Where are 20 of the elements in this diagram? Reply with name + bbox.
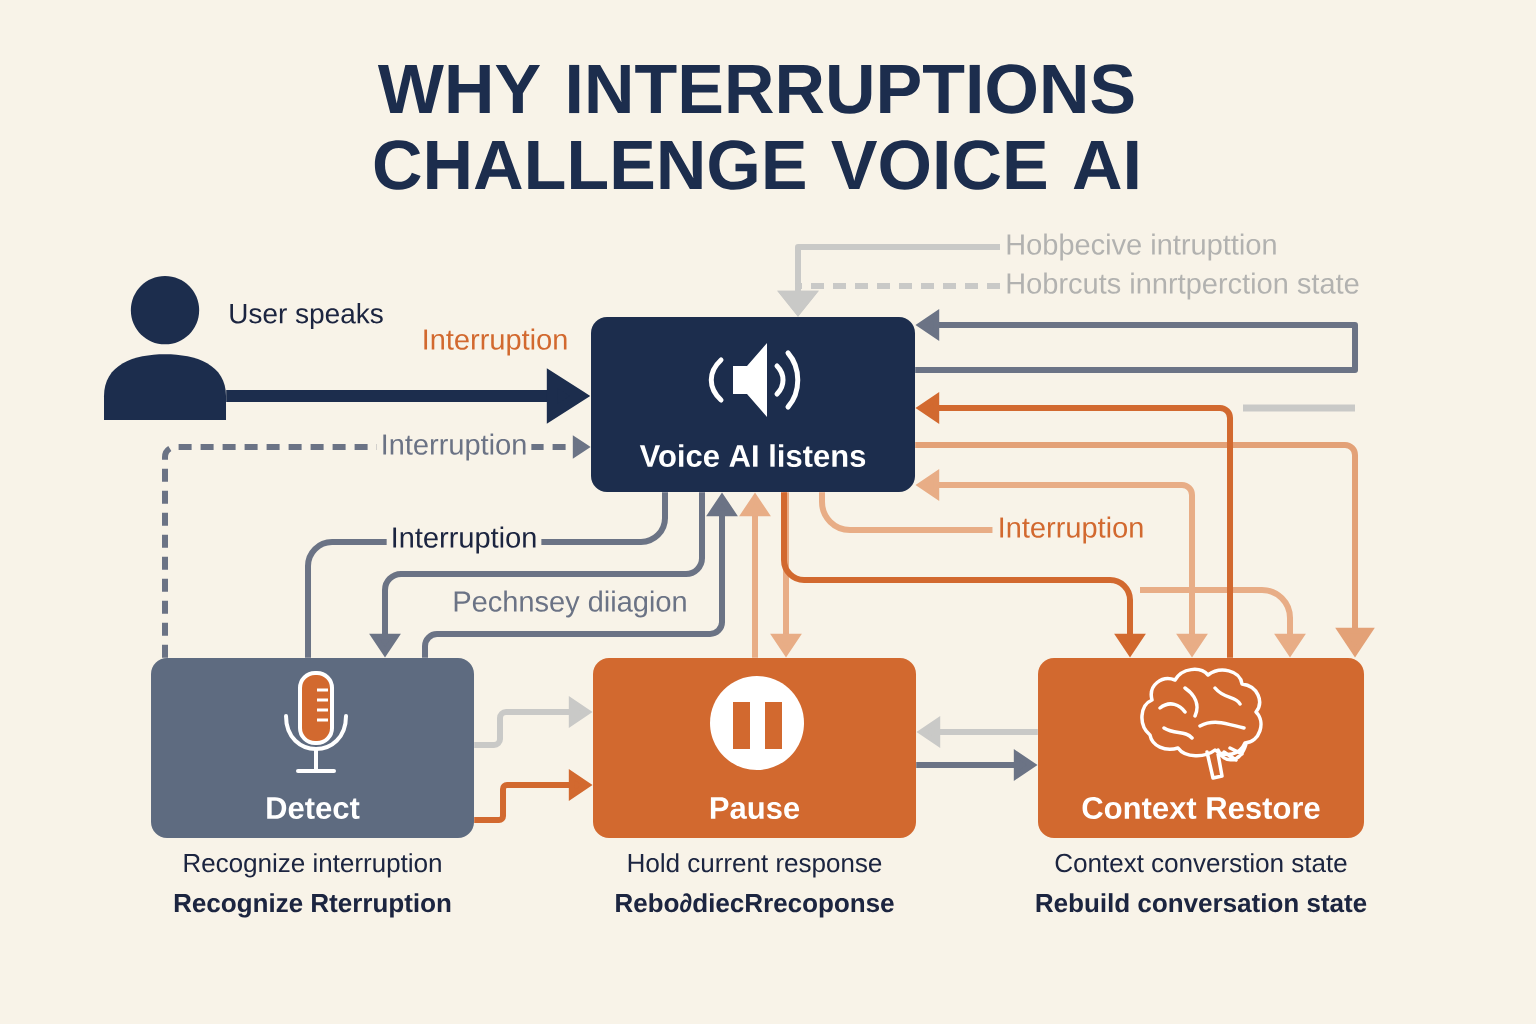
process-box: Context Restore: [1038, 658, 1364, 838]
caption-text: Context converstion state: [1055, 853, 1347, 873]
connector-line: [819, 492, 993, 533]
label-text: Hobþecive intrupttion: [1007, 233, 1276, 261]
edge-label: Interruption: [386, 522, 542, 558]
caption-text: User speaks: [230, 302, 383, 330]
title: WHY INTERRUPTIONS CHALLENGE VOICE AI: [374, 64, 1138, 190]
person-icon: [104, 276, 226, 420]
caption-text: Recognize Rterruption: [174, 893, 451, 918]
label-text: Interruption: [1000, 516, 1143, 544]
caption-text: Rebo∂diecRrecoponse: [616, 893, 894, 918]
edge-label: Interruption: [417, 324, 573, 360]
edge-label: Pechnsey diiagion: [451, 589, 689, 619]
label-text: Hobrcuts innrtperction state: [1007, 272, 1359, 300]
caption-text: Rebuild conversation state: [1036, 893, 1367, 913]
edge-label: Interruption: [376, 429, 532, 465]
caption-text: Hold current response: [628, 853, 882, 878]
caption-text: Recognize interruption: [184, 853, 441, 878]
process-box: Voice AI listens: [591, 317, 915, 492]
process-box: Detect: [151, 658, 474, 838]
